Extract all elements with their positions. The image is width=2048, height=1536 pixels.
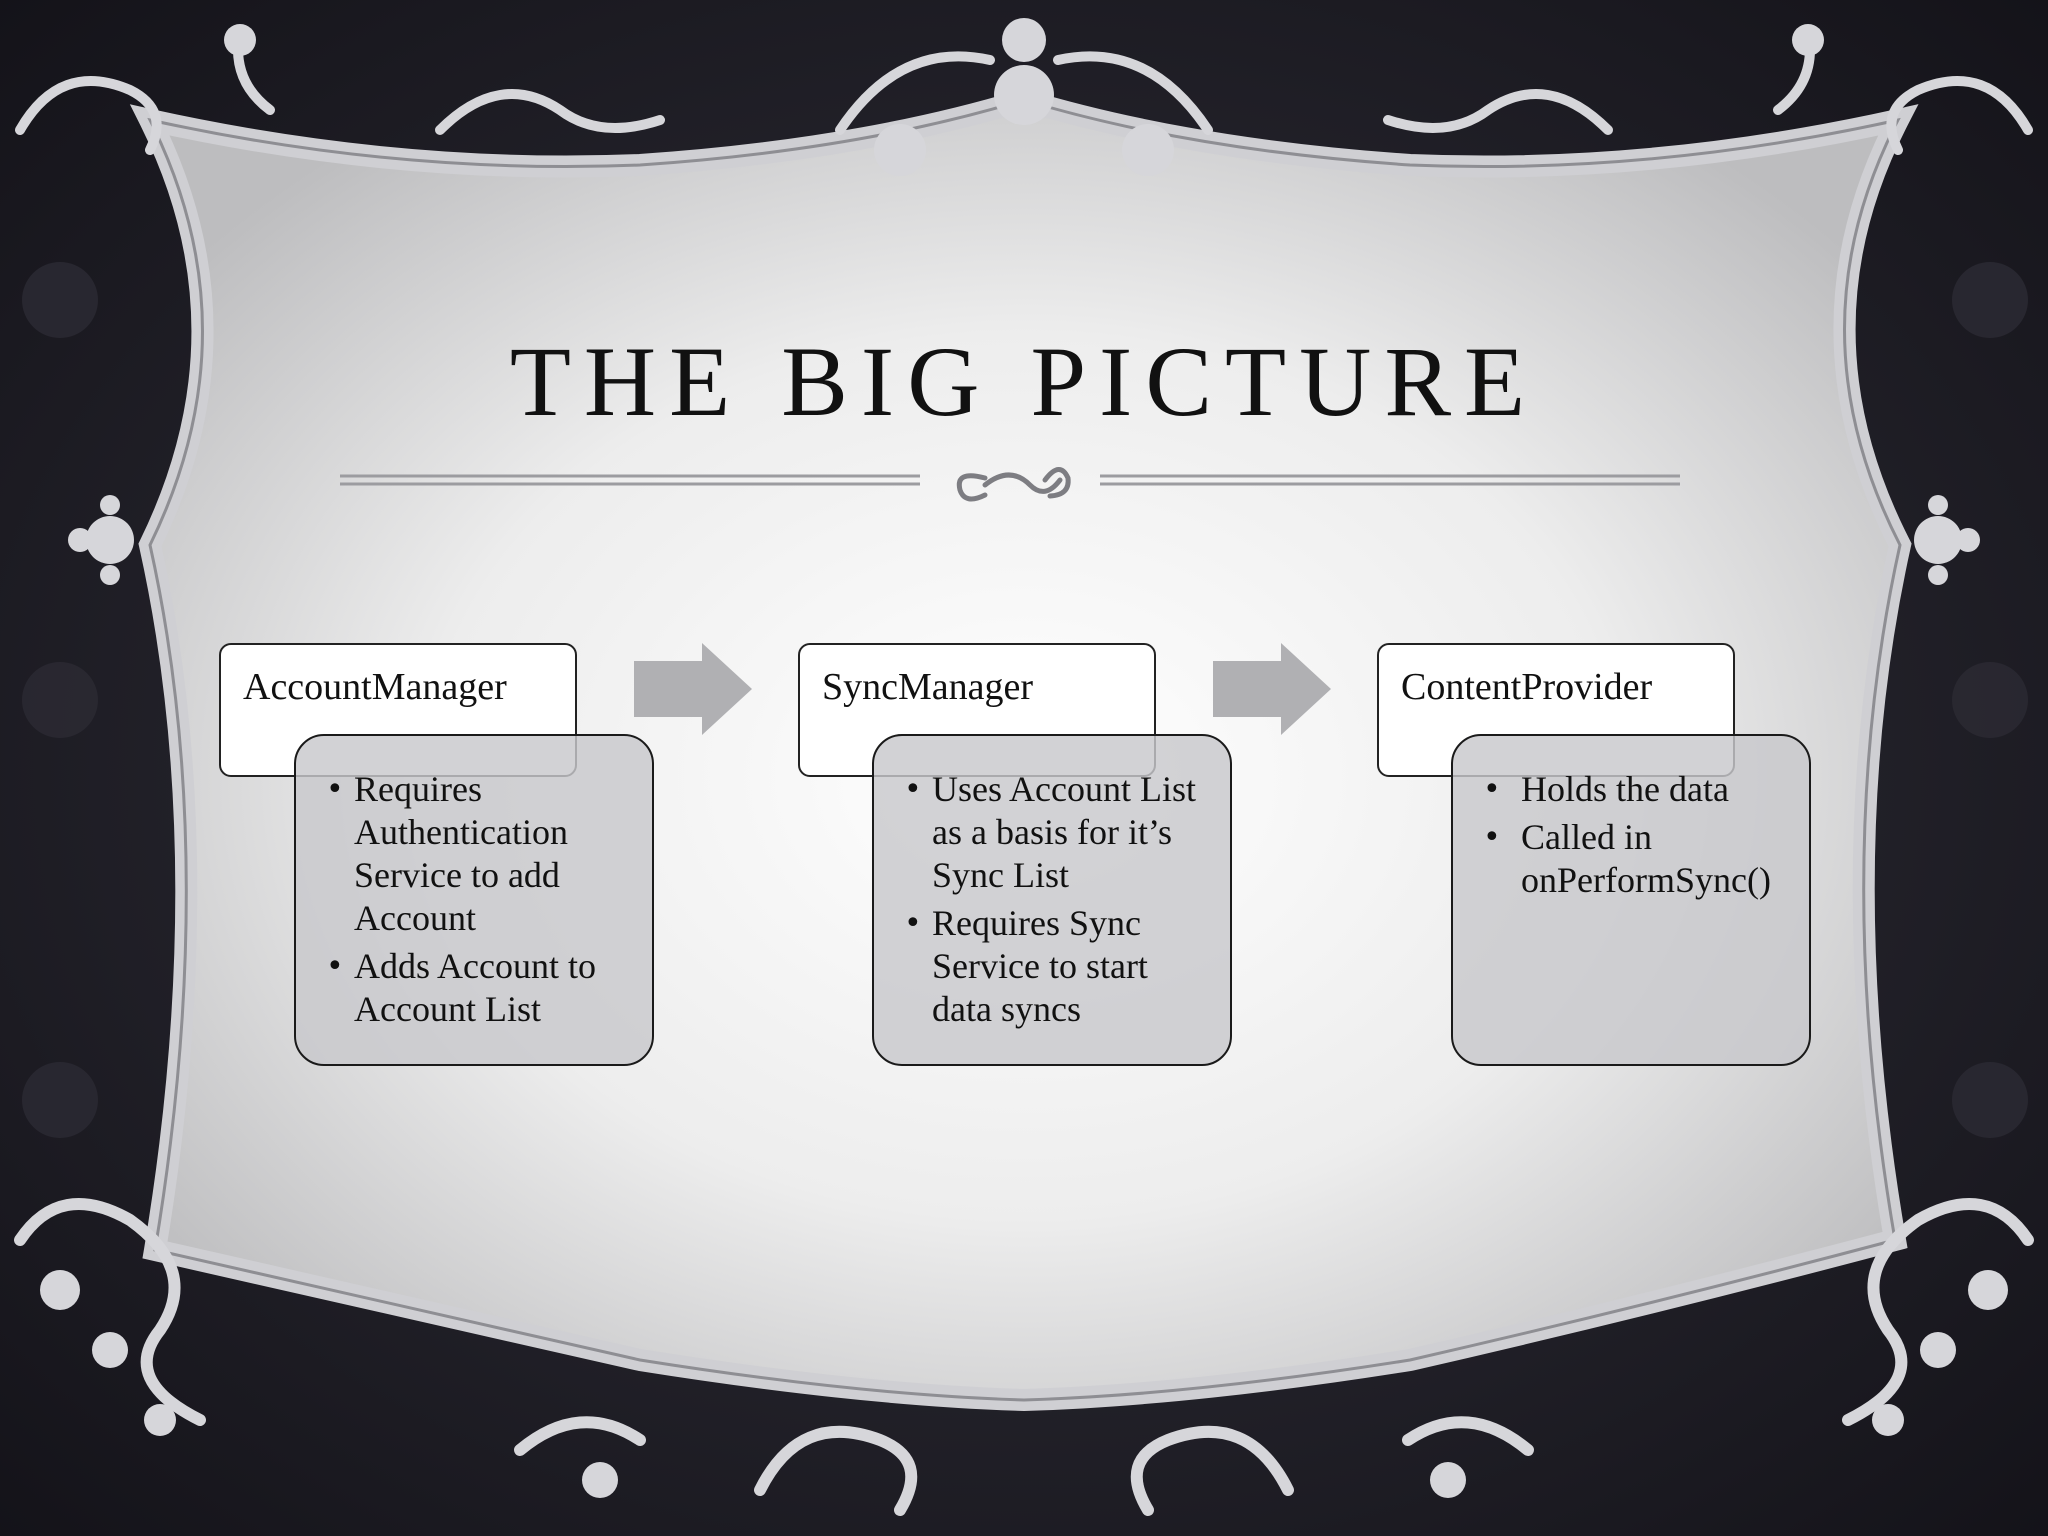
slide-title: THE BIG PICTURE [509,326,1539,437]
account-manager-bullet-list: Requires Authentication Service to add A… [326,768,634,1036]
sync-manager-details: Uses Account List as a basis for it’s Sy… [872,734,1232,1066]
list-item: Uses Account List as a basis for it’s Sy… [904,768,1212,897]
account-manager-details: Requires Authentication Service to add A… [294,734,654,1066]
content-provider-bullet-list: Holds the data Called in onPerformSync() [1483,768,1791,907]
list-item: Holds the data [1483,768,1791,811]
sync-manager-label: SyncManager [822,666,1034,708]
sync-manager-bullet-list: Uses Account List as a basis for it’s Sy… [904,768,1212,1036]
list-item: Called in onPerformSync() [1483,816,1791,902]
right-arrow-icon [1213,643,1331,735]
list-item: Requires Authentication Service to add A… [326,768,634,940]
account-manager-label: AccountManager [243,666,507,708]
content-provider-label: ContentProvider [1401,666,1653,708]
list-item: Adds Account to Account List [326,945,634,1031]
content-provider-details: Holds the data Called in onPerformSync() [1451,734,1811,1066]
right-arrow-icon [634,643,752,735]
list-item: Requires Sync Service to start data sync… [904,902,1212,1031]
